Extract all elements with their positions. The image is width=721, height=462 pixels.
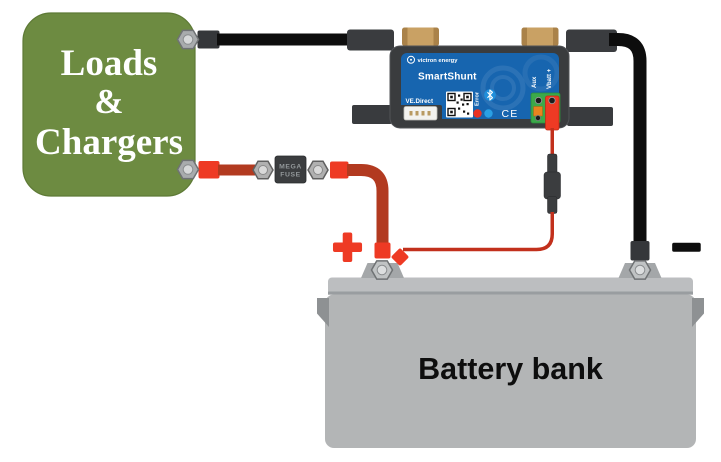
loads-chargers-box: Loads & Chargers — [22, 12, 196, 197]
hex-nut-fuse-right — [307, 160, 329, 180]
brand-text: victron energy — [418, 58, 459, 64]
hex-nut-battery-negative — [628, 260, 652, 280]
cable-lug-red — [374, 242, 391, 259]
cable-black — [217, 33, 351, 46]
mega-fuse-body — [274, 155, 307, 184]
ce-mark: CE — [502, 108, 519, 120]
error-label: Error — [475, 91, 481, 106]
loads-box-shape — [22, 12, 196, 197]
label-watermark — [480, 54, 559, 111]
mega-fuse-label-2: FUSE — [280, 172, 301, 179]
shunt-bolt-right — [521, 27, 559, 46]
negative-symbol: − — [672, 219, 701, 275]
battery-bank: Battery bank — [317, 260, 704, 448]
aux-terminal — [533, 106, 543, 117]
cable-red — [347, 164, 389, 245]
terminal-block — [530, 92, 561, 131]
hex-nut-fuse-left — [252, 160, 274, 180]
loads-box-line-2: & — [94, 82, 123, 121]
smartshunt: victron energy SmartShunt VE.Direct — [352, 27, 613, 131]
cable-red-loads-to-battery: MEGA FUSE — [198, 155, 391, 259]
sense-wire-lug — [391, 248, 409, 266]
hex-nut-loads-bottom — [176, 159, 200, 180]
cable-lug — [347, 29, 394, 51]
battery-handle-left — [317, 298, 329, 327]
shunt-foot-right — [567, 107, 613, 126]
cable-lug-red — [198, 161, 220, 179]
shunt-bolt-left — [402, 27, 439, 46]
terminal-screw — [535, 115, 542, 122]
vbatt-sense-wire — [403, 128, 561, 252]
loads-box-line-1: Loads — [61, 43, 158, 84]
battery-label: Battery bank — [418, 352, 603, 386]
error-led — [473, 109, 482, 118]
aux-label: Aux — [532, 76, 538, 88]
ve-direct-label: VE.Direct — [406, 98, 434, 105]
terminal-screw — [534, 96, 543, 105]
sense-wire — [403, 212, 554, 252]
loads-box-line-3: Chargers — [35, 122, 183, 163]
hex-nut-battery-positive — [370, 260, 394, 280]
bluetooth-icon — [484, 89, 496, 101]
cable-lug — [630, 241, 650, 261]
cable-black-shunt-to-battery — [566, 29, 650, 261]
shunt-foot-left — [352, 105, 392, 124]
battery-lid — [328, 277, 693, 295]
model-text: SmartShunt — [418, 72, 477, 83]
cable-lug-red — [330, 161, 349, 179]
cable-lug — [566, 29, 617, 52]
cable-black — [609, 33, 647, 246]
positive-symbol: + — [333, 219, 362, 275]
bluetooth-led — [484, 109, 493, 118]
cable-red — [218, 164, 255, 176]
battery-seam — [328, 291, 693, 295]
inline-fuse-holder — [543, 153, 561, 214]
victron-logo — [407, 55, 415, 64]
cable-black-loads-to-shunt — [197, 29, 394, 51]
mega-fuse-label-1: MEGA — [279, 164, 302, 171]
terminal-screw — [548, 96, 556, 105]
cable-lug — [197, 30, 220, 49]
hex-nut-loads-top — [176, 29, 200, 50]
qr-code — [446, 91, 473, 118]
ve-direct-port — [403, 106, 438, 121]
battery-handle-right — [692, 298, 704, 327]
battery-body — [325, 294, 696, 448]
shunt-label — [401, 53, 559, 119]
vbatt-label: Vbatt + — [547, 68, 553, 89]
